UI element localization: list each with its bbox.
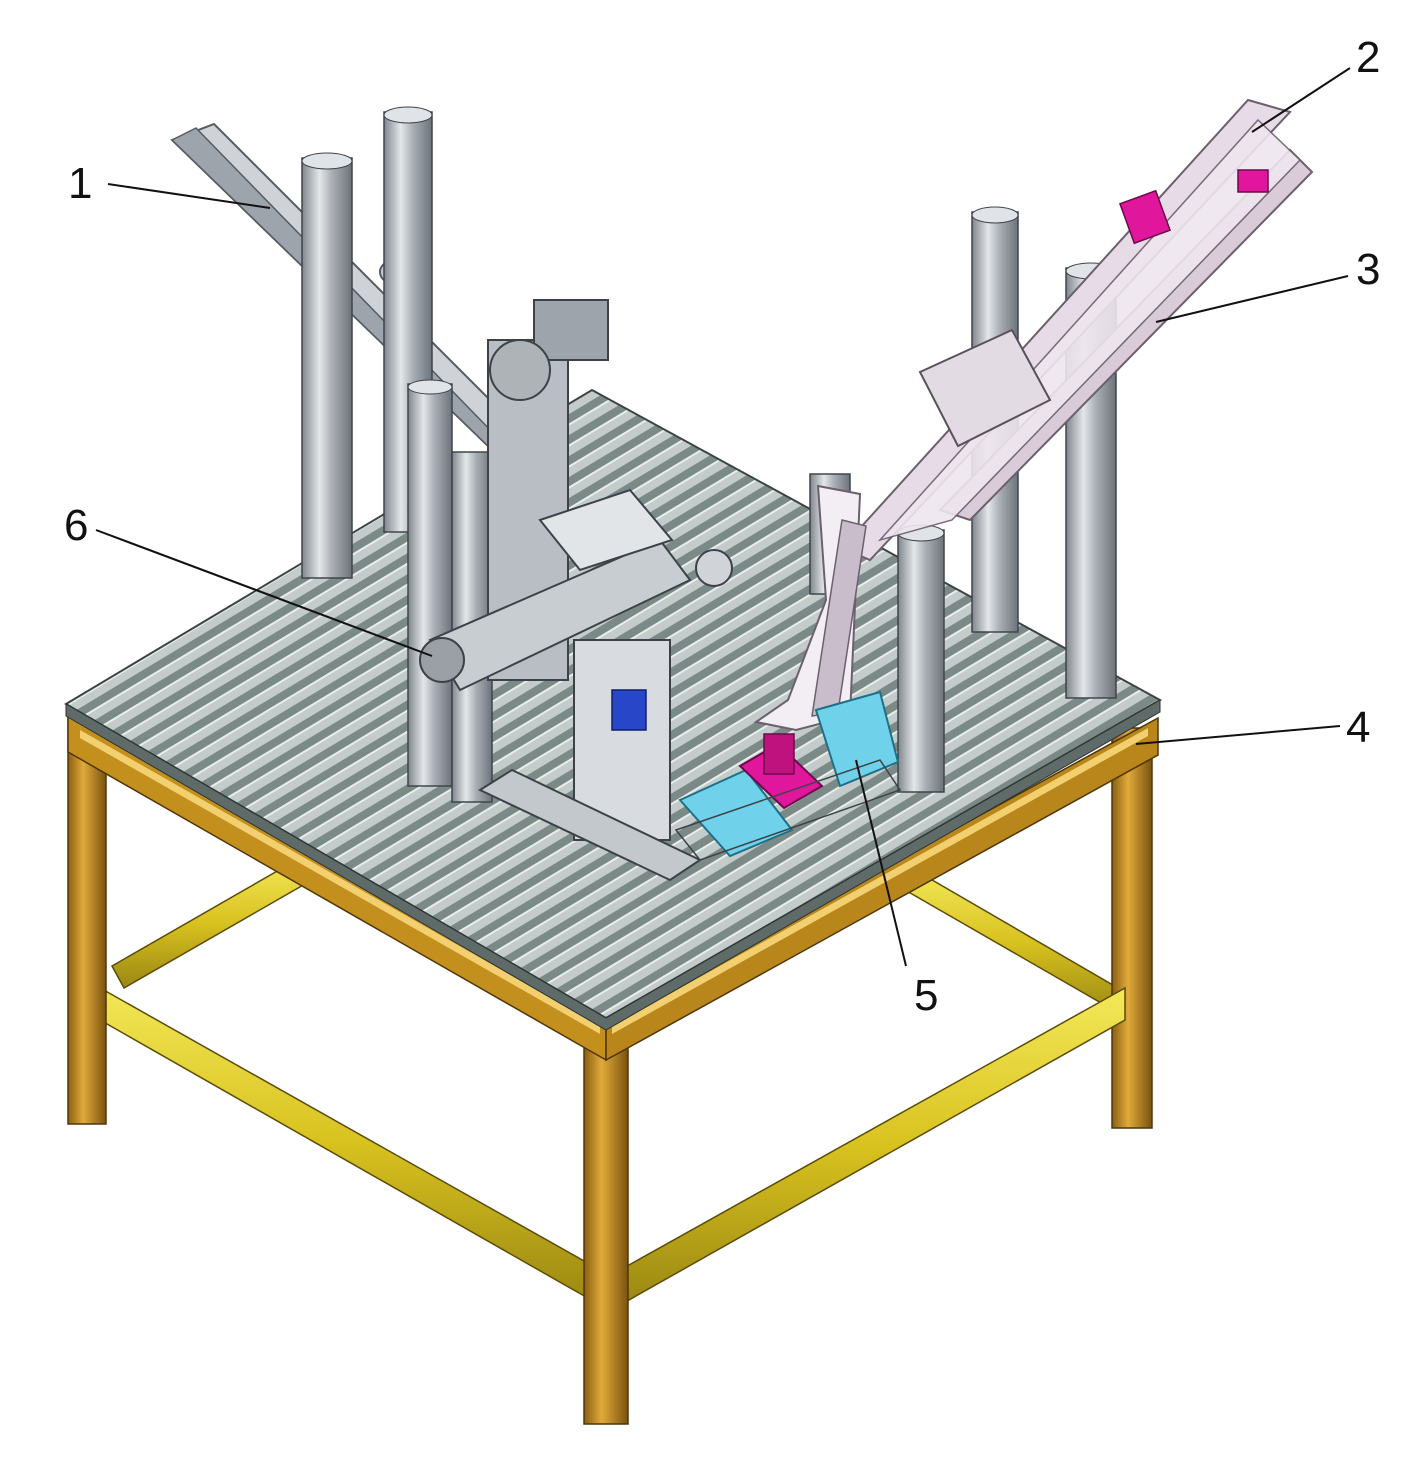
motor-housing: [533, 299, 609, 361]
slide-pulley: [419, 637, 465, 683]
apron-highlight-right: [612, 728, 1148, 1034]
table-frame: [67, 710, 1159, 1425]
pulley: [489, 339, 551, 401]
callout-number: 6: [64, 501, 88, 550]
callout-4: 4: [1135, 703, 1370, 752]
magenta-block: [1119, 189, 1171, 245]
blue-component: [611, 689, 647, 731]
cyan-fixture: [678, 768, 794, 858]
cyan-fixture: [814, 690, 900, 788]
front-lower-rail-right: [619, 986, 1126, 1307]
callout-5: 5: [855, 759, 938, 1020]
leg-front-left: [67, 711, 107, 1125]
callout-2: 2: [1251, 33, 1380, 133]
callouts: 1 2 3 4 5 6: [64, 33, 1380, 1020]
callout-number: 4: [1346, 703, 1370, 752]
callout-3: 3: [1155, 245, 1380, 323]
feed-chute-right: [753, 98, 1314, 732]
callout-6: 6: [64, 501, 433, 657]
leg-front-center: [583, 1021, 629, 1425]
tabletop-edge: [65, 699, 1161, 1031]
callout-1: 1: [68, 159, 271, 209]
callout-number: 2: [1356, 33, 1380, 82]
callout-number: 5: [914, 971, 938, 1020]
front-lower-rail-left: [85, 978, 601, 1307]
rear-lower-rail-right: [904, 868, 1131, 1017]
work-station: [674, 690, 902, 861]
column-cap: [971, 206, 1019, 224]
magenta-block: [1237, 169, 1269, 193]
column-cap: [301, 152, 353, 170]
top-plate: [538, 488, 674, 572]
magenta-post: [763, 733, 795, 775]
column-right-center: [897, 529, 945, 793]
column-cap: [383, 106, 433, 124]
column-center-left: [407, 383, 453, 787]
column-left-front: [301, 157, 353, 579]
leg-back-right: [1111, 727, 1153, 1129]
apron-highlight-left: [80, 730, 600, 1034]
column-cap: [407, 379, 453, 395]
gripper-carriage: [918, 328, 1052, 448]
callout-number: 1: [68, 159, 92, 208]
station-plate: [674, 759, 902, 861]
lifting-mechanism: [419, 299, 733, 882]
side-bearing: [695, 549, 733, 587]
callout-number: 3: [1356, 245, 1380, 294]
rear-lower-rail-left: [110, 856, 314, 990]
